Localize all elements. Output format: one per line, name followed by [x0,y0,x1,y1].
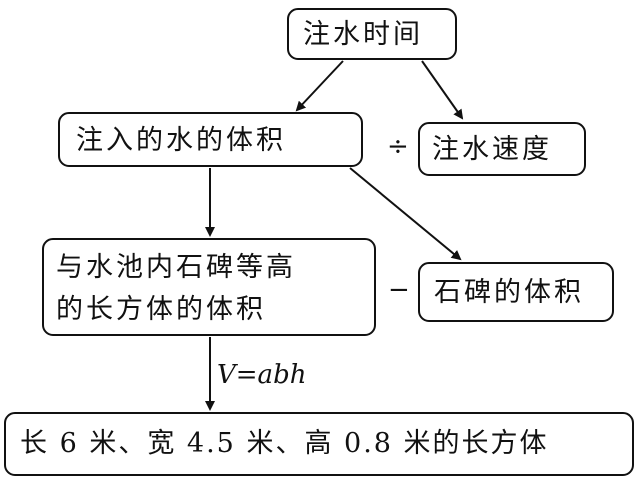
node-cuboid-volume-line1: 与水池内石碑等高 [56,252,296,283]
node-cuboid-volume-line2: 的长方体的体积 [56,294,266,325]
node-fill-speed: 注水速度 [418,122,586,176]
arrow-top-to-speed [421,60,464,120]
node-stone-volume-label: 石碑的体积 [434,277,584,308]
volume-formula: V=abh [217,360,307,390]
node-cuboid-dimensions: 长 6 米、宽 4.5 米、高 0.8 米的长方体 [4,412,634,476]
divide-operator: ÷ [387,132,409,162]
node-stone-volume: 石碑的体积 [418,262,614,322]
node-fill-speed-label: 注水速度 [432,134,552,165]
node-cuboid-dimensions-label: 长 6 米、宽 4.5 米、高 0.8 米的长方体 [20,428,549,459]
node-water-volume-label: 注入的水的体积 [76,125,286,156]
node-fill-time-label: 注水时间 [303,19,423,50]
arrow-top-to-water [295,60,344,112]
node-fill-time: 注水时间 [287,8,457,60]
arrow-water-to-stone [349,167,462,261]
minus-operator: − [388,275,410,305]
node-cuboid-volume: 与水池内石碑等高 的长方体的体积 [42,238,376,336]
node-water-volume: 注入的水的体积 [58,112,363,167]
